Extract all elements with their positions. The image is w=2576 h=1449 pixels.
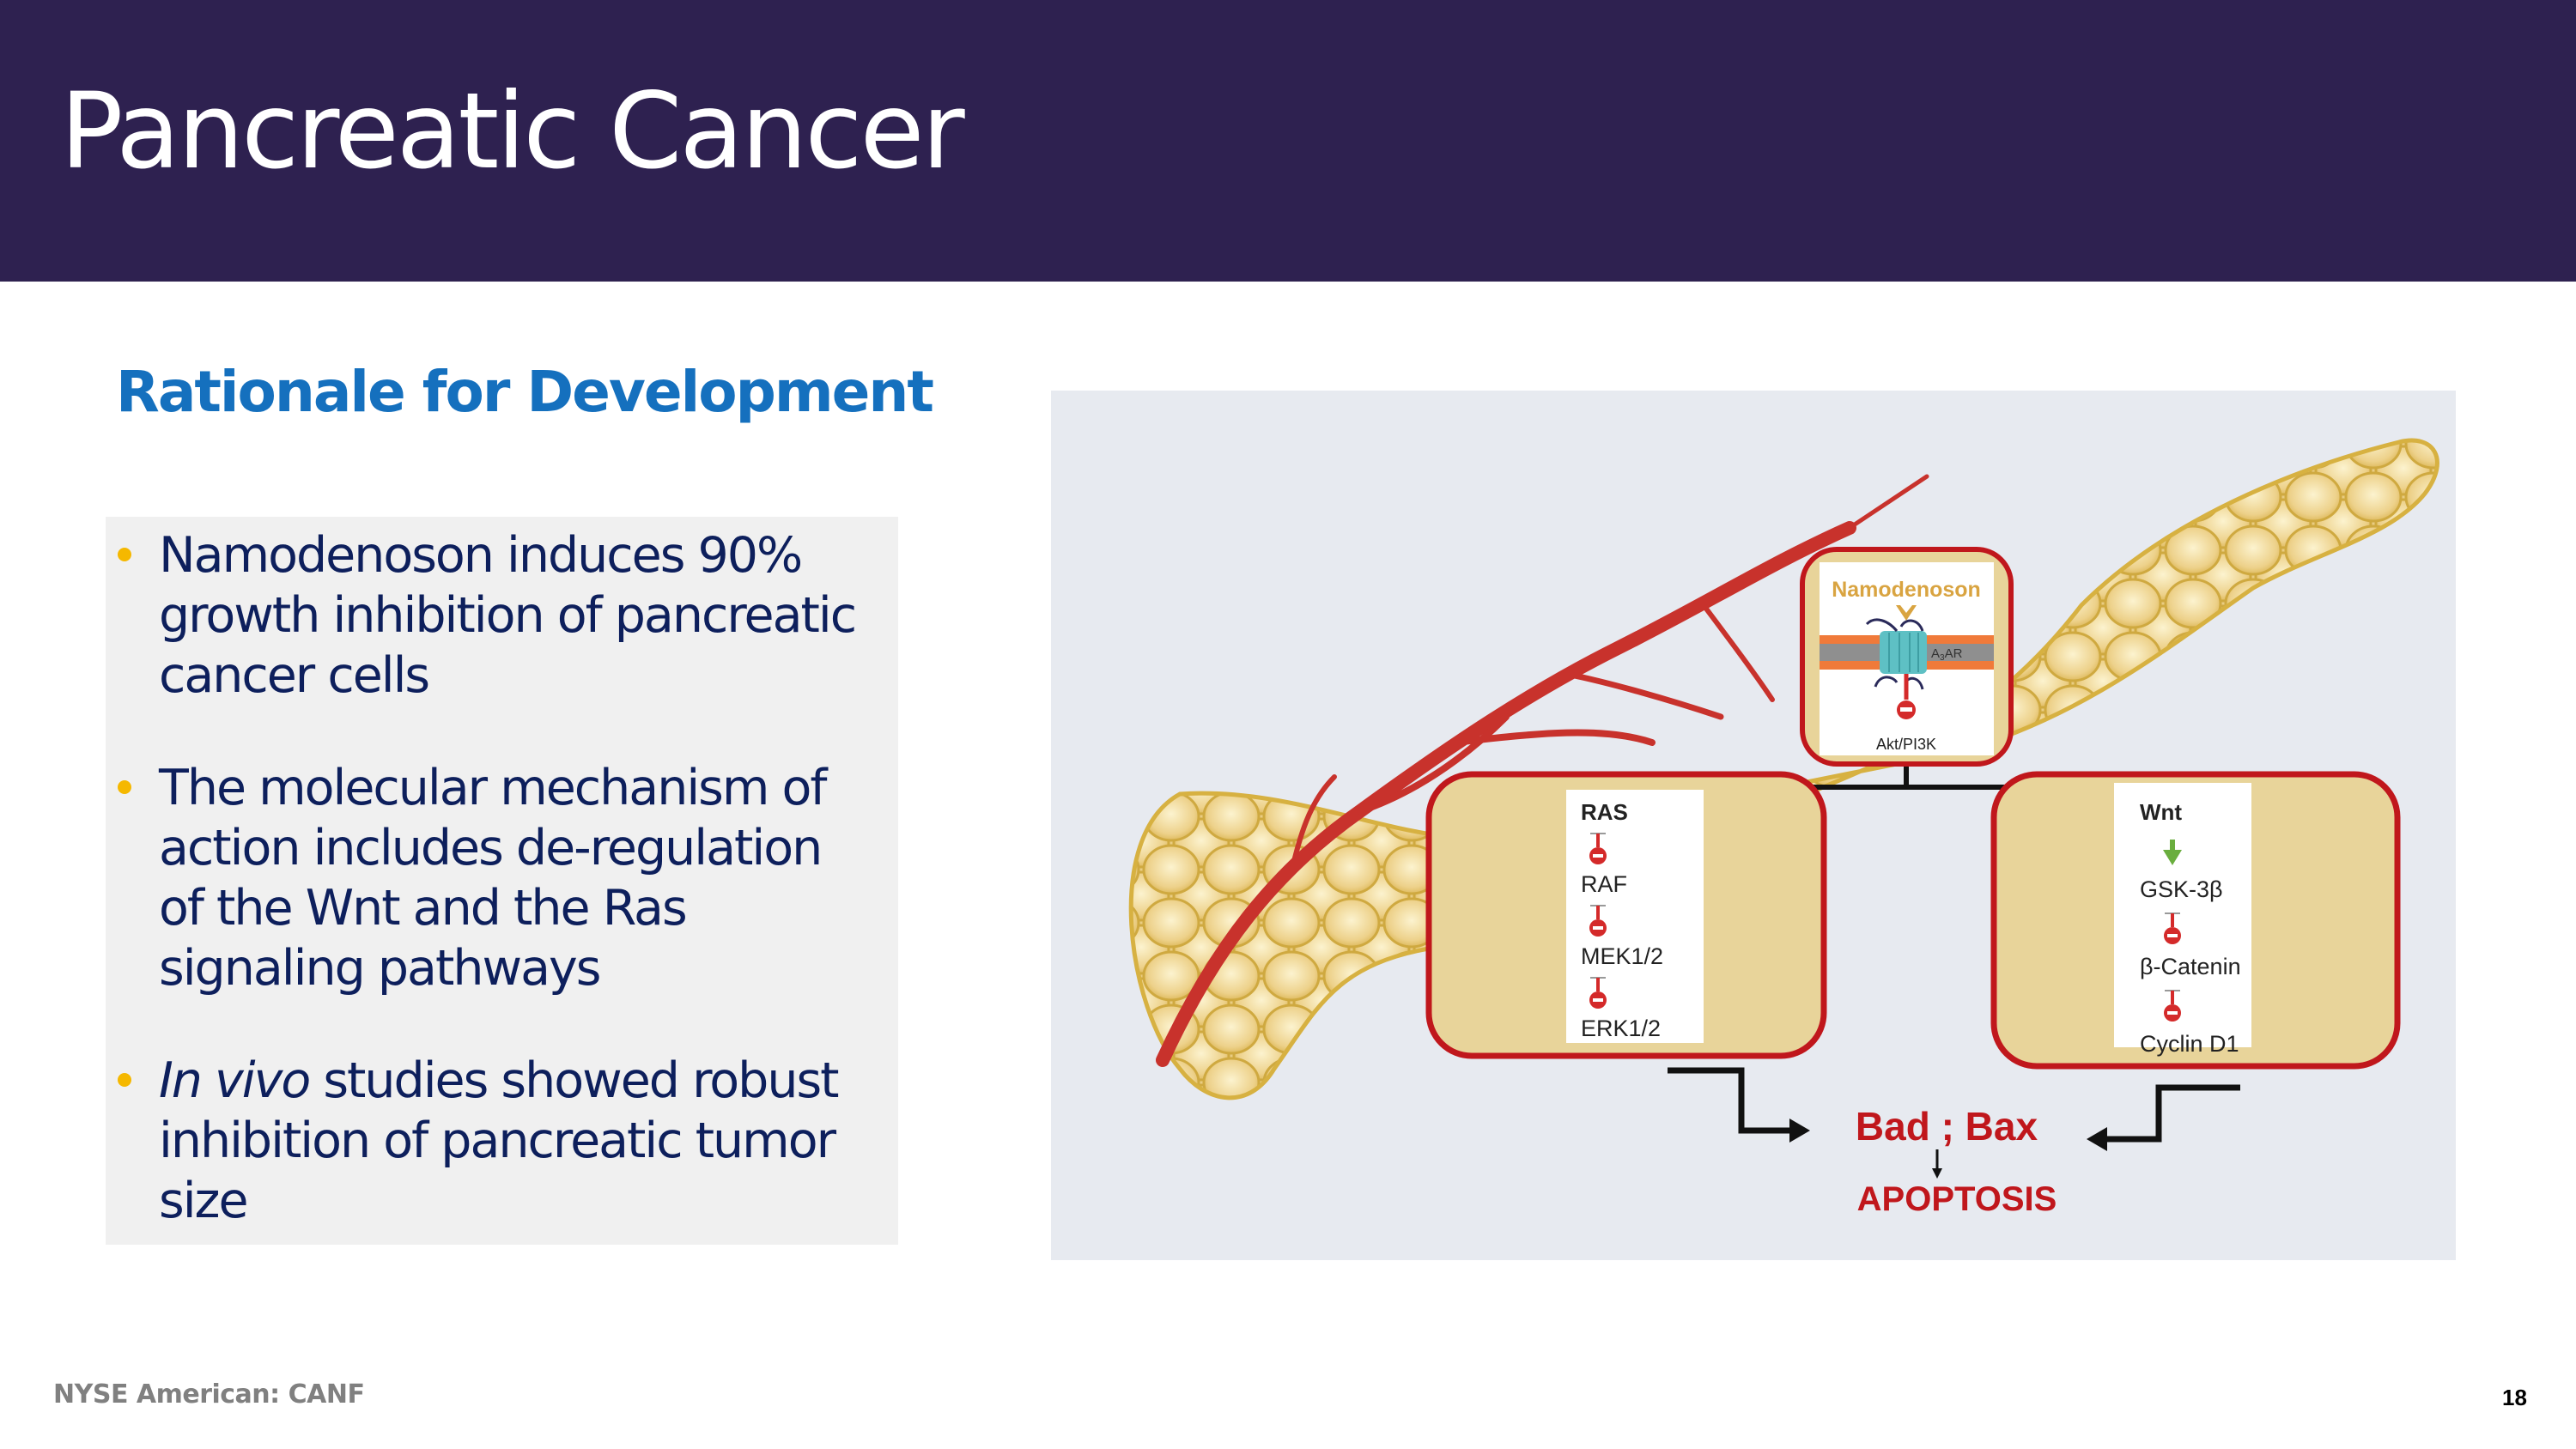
pathway-node-label: RAS	[1581, 799, 1628, 825]
pathway-node-label: GSK-3β	[2140, 876, 2223, 902]
bullet-line: signaling pathways	[159, 940, 601, 997]
akt-label: Akt/PI3K	[1876, 736, 1936, 753]
bullet-line: size	[159, 1173, 249, 1229]
bullet-line: growth inhibition of pancreatic	[159, 587, 857, 644]
slide-title: Pancreatic Cancer	[60, 70, 965, 192]
bullet-text: studies showed robust	[309, 1052, 839, 1109]
bullet-list: Namodenoson induces 90% growth inhibitio…	[106, 525, 898, 1283]
bullet-line: inhibition of pancreatic tumor	[159, 1113, 836, 1169]
pathway-node-label: ERK1/2	[1581, 1016, 1661, 1041]
bullet-line: Namodenoson induces 90%	[159, 527, 803, 584]
title-bar: Pancreatic Cancer	[0, 0, 2576, 282]
activation-arrow-icon	[2163, 840, 2182, 865]
bullet-item: The molecular mechanism of action includ…	[106, 758, 898, 998]
page-number: 18	[2502, 1385, 2527, 1410]
italic-text: In vivo	[159, 1052, 311, 1109]
apoptosis-label: APOPTOSIS	[1857, 1180, 2057, 1218]
bullet-panel: Namodenoson induces 90% growth inhibitio…	[106, 517, 898, 1245]
inhibition-icon	[2164, 990, 2181, 1022]
mechanism-diagram: Namodenoson A3AR Akt/PI3K	[1051, 391, 2456, 1260]
inhibition-icon	[2164, 912, 2181, 944]
pathway-node-label: MEK1/2	[1581, 943, 1663, 969]
pathway-node-label: Cyclin D1	[2140, 1031, 2239, 1057]
inhibition-icon	[1897, 674, 1916, 719]
outcome-label: Bad ; Bax	[1856, 1104, 2038, 1149]
drug-label: Namodenoson	[1832, 578, 1981, 602]
arrow-left-connector	[1668, 1067, 1810, 1143]
pathway-node-label: Wnt	[2140, 799, 2182, 825]
blood-vessels-illustration	[1156, 474, 1929, 1067]
inhibition-icon	[1589, 905, 1607, 937]
namodenoson-box: Namodenoson A3AR Akt/PI3K	[1800, 547, 2014, 767]
bullet-line: cancer cells	[159, 647, 430, 704]
wnt-pathway-box	[1990, 771, 2401, 1070]
ras-pathway-box	[1425, 771, 1827, 1059]
section-heading: Rationale for Development	[116, 359, 934, 425]
bullet-dot-icon	[118, 1073, 131, 1087]
bullet-line: action includes de-regulation	[159, 820, 823, 876]
bullet-line: In vivo studies showed robust	[159, 1051, 898, 1111]
bullet-item: In vivo studies showed robust inhibition…	[106, 1051, 898, 1231]
receptor-label: A3AR	[1931, 646, 1963, 663]
arrow-down-icon	[1932, 1149, 1942, 1179]
bullet-dot-icon	[118, 548, 131, 561]
pathway-node-label: RAF	[1581, 871, 1627, 897]
chevron-down-icon	[1896, 605, 1917, 621]
bullet-dot-icon	[118, 780, 131, 794]
bullet-line: of the Wnt and the Ras	[159, 880, 688, 937]
bullet-line: The molecular mechanism of	[159, 760, 827, 816]
arrow-right-connector	[2087, 1084, 2240, 1151]
receptor-icon	[1865, 618, 1927, 690]
footer-ticker: NYSE American: CANF	[53, 1379, 365, 1410]
pathway-node-label: β-Catenin	[2140, 954, 2241, 979]
inhibition-icon	[1589, 833, 1607, 864]
bullet-item: Namodenoson induces 90% growth inhibitio…	[106, 525, 898, 706]
inhibition-icon	[1589, 977, 1607, 1009]
